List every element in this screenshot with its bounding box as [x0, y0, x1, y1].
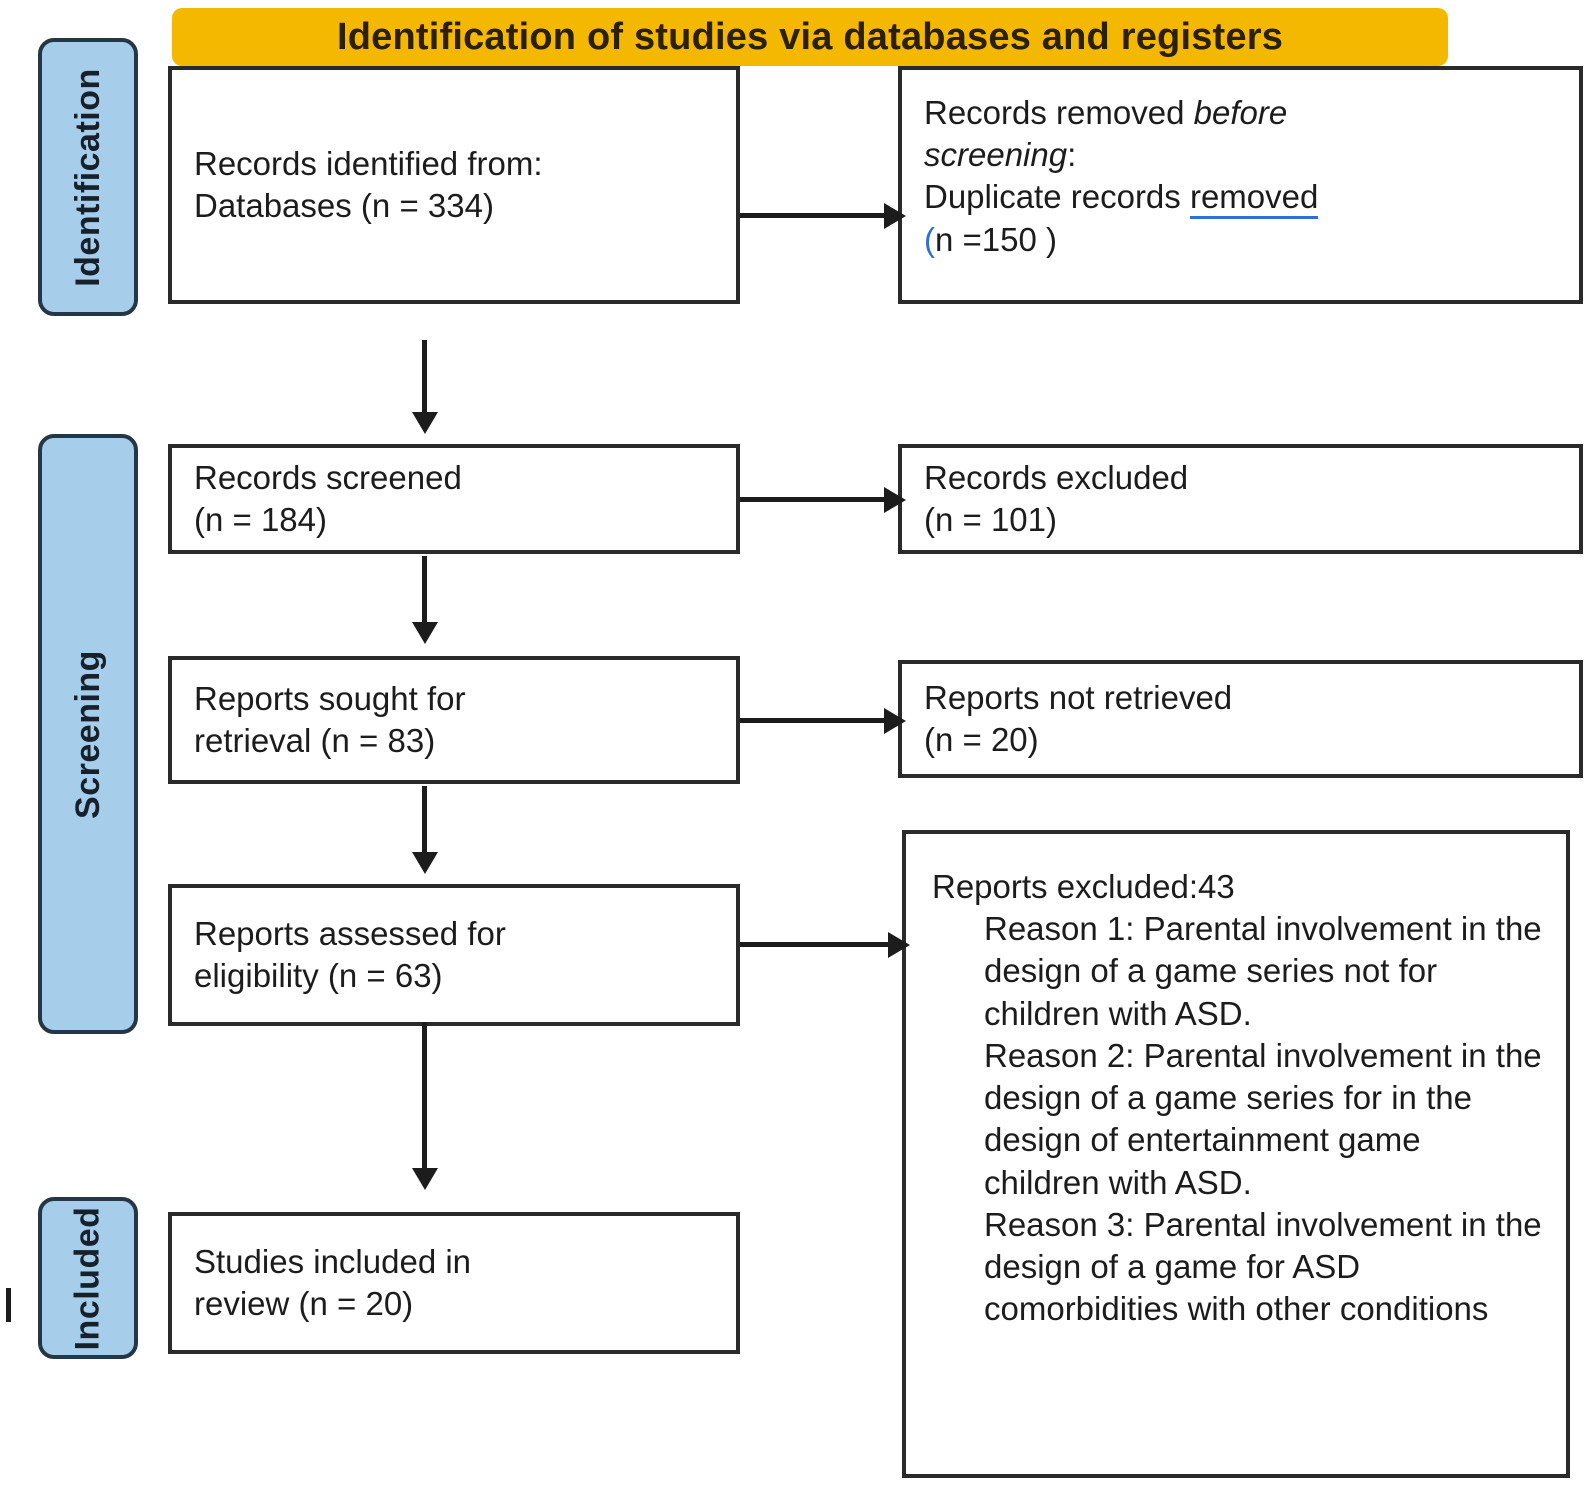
reports-assessed-text: Reports assessed for eligibility (n = 63) [194, 913, 506, 997]
records-screened-line2: (n = 184) [194, 501, 327, 538]
reports-excluded-reason-3: Reason 3: Parental involvement in the de… [984, 1205, 1542, 1328]
connector-identified-to-screened [422, 340, 427, 418]
reports-sought-text: Reports sought for retrieval (n = 83) [194, 678, 465, 762]
records-screened-text: Records screened (n = 184) [194, 457, 462, 541]
records-identified-line1: Records identified from: [194, 144, 543, 182]
arrowhead-assessed-to-included [412, 1168, 438, 1190]
records-identified-line2: Databases (n = 334) [194, 187, 494, 224]
reports-sought-line2: retrieval (n = 83) [194, 722, 436, 759]
reports-excluded-reason-2: Reason 2: Parental involvement in the de… [984, 1036, 1542, 1201]
records-identified-text: Records identified from: Databases (n = 3… [194, 143, 542, 227]
records-excluded-text: Records excluded (n = 101) [924, 457, 1188, 541]
box-reports-not-retrieved: Reports not retrieved (n = 20) [898, 660, 1583, 778]
studies-included-line2: review (n = 20) [194, 1285, 414, 1322]
arrowhead-sought-to-assessed [412, 852, 438, 874]
records-screened-line1: Records screened [194, 458, 462, 496]
duplicate-records-text: Duplicate records [924, 178, 1190, 216]
phase-bar-identification: Identification [38, 38, 138, 316]
arrowhead-screened-to-sought [412, 622, 438, 644]
reports-excluded-heading: Reports excluded:43 [932, 868, 1235, 905]
duplicate-records-count-prefix: ( [924, 220, 935, 258]
studies-included-line1: Studies included in [194, 1242, 472, 1280]
connector-screened-to-sought [422, 556, 427, 628]
connector-sought-to-assessed [422, 786, 427, 858]
banner-identification-header: Identification of studies via databases … [172, 8, 1448, 66]
stray-tick-mark [6, 1288, 11, 1322]
phase-label-identification: Identification [68, 67, 107, 287]
arrowhead-sought-to-not-retrieved [884, 708, 906, 734]
connector-screened-to-excluded [740, 497, 888, 502]
duplicate-records-count: n =150 ) [935, 220, 1058, 258]
phase-bar-included: Included [38, 1197, 138, 1359]
connector-identified-to-removed [740, 213, 888, 218]
arrowhead-assessed-to-reports-excluded [888, 932, 910, 958]
records-removed-italic-screening: screening [924, 136, 1068, 174]
box-records-screened: Records screened (n = 184) [168, 444, 740, 554]
arrowhead-identified-to-removed [884, 203, 906, 229]
reports-not-retrieved-line1: Reports not retrieved [924, 678, 1233, 716]
phase-label-included: Included [68, 1206, 107, 1350]
connector-assessed-to-reports-excluded [740, 942, 892, 947]
reports-assessed-line1: Reports assessed for [194, 914, 506, 952]
reports-assessed-line2: eligibility (n = 63) [194, 957, 443, 994]
arrowhead-screened-to-excluded [884, 487, 906, 513]
records-excluded-line2: (n = 101) [924, 501, 1057, 538]
phase-label-screening: Screening [68, 649, 107, 819]
connector-sought-to-not-retrieved [740, 718, 888, 723]
box-records-identified: Records identified from: Databases (n = 3… [168, 66, 740, 304]
reports-not-retrieved-text: Reports not retrieved (n = 20) [924, 677, 1232, 761]
phase-bar-screening: Screening [38, 434, 138, 1034]
box-reports-excluded-with-reasons: Reports excluded:43 Reason 1: Parental i… [902, 830, 1570, 1478]
reports-not-retrieved-line2: (n = 20) [924, 721, 1039, 758]
records-removed-lead: Records removed [924, 94, 1194, 131]
records-removed-italic-before: before [1193, 94, 1288, 131]
box-studies-included-in-review: Studies included in review (n = 20) [168, 1212, 740, 1354]
reports-sought-line1: Reports sought for [194, 679, 466, 717]
box-reports-sought-for-retrieval: Reports sought for retrieval (n = 83) [168, 656, 740, 784]
banner-title: Identification of studies via databases … [336, 15, 1284, 58]
box-records-excluded: Records excluded (n = 101) [898, 444, 1583, 554]
records-removed-colon: : [1067, 136, 1077, 174]
connector-assessed-to-included [422, 1022, 427, 1174]
duplicate-records-spellcheck-word: removed [1189, 178, 1319, 220]
studies-included-text: Studies included in review (n = 20) [194, 1241, 471, 1325]
box-reports-assessed-for-eligibility: Reports assessed for eligibility (n = 63) [168, 884, 740, 1026]
box-records-removed-before-screening: Records removed before screening: Duplicat… [898, 66, 1583, 304]
arrowhead-identified-to-screened [412, 412, 438, 434]
records-excluded-line1: Records excluded [924, 458, 1189, 496]
reports-excluded-reason-1: Reason 1: Parental involvement in the de… [984, 910, 1542, 1032]
